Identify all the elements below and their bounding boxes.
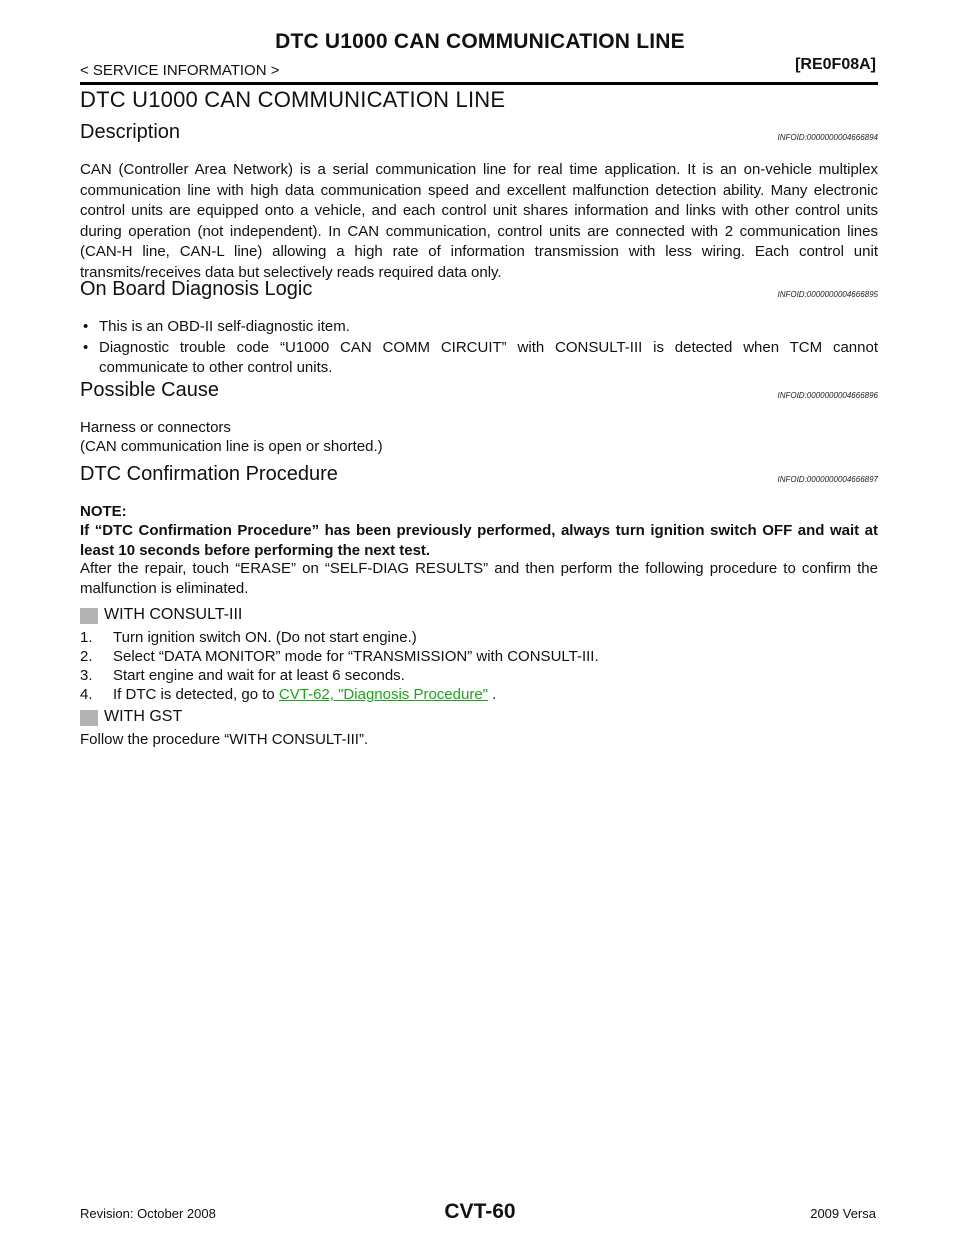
note-text: If “DTC Confirmation Procedure” has been… bbox=[80, 522, 878, 559]
list-item: • This is an OBD-II self-diagnostic item… bbox=[80, 317, 878, 338]
list-item: 2. Select “DATA MONITOR” mode for “TRANS… bbox=[80, 647, 878, 666]
obd-logic-section-head: On Board Diagnosis Logic INFOID:00000000… bbox=[80, 277, 878, 301]
section-path: < SERVICE INFORMATION > bbox=[80, 62, 280, 79]
obd-logic-list: • This is an OBD-II self-diagnostic item… bbox=[80, 317, 878, 379]
step-text: Turn ignition switch ON. (Do not start e… bbox=[113, 629, 417, 646]
description-body: CAN (Controller Area Network) is a seria… bbox=[80, 161, 878, 281]
with-consult-label: WITH CONSULT-III bbox=[104, 606, 243, 623]
dtc-confirmation-section-head: DTC Confirmation Procedure INFOID:000000… bbox=[80, 462, 878, 486]
list-item: 1. Turn ignition switch ON. (Do not star… bbox=[80, 628, 878, 647]
method-box-icon bbox=[80, 710, 98, 726]
bullet-glyph: • bbox=[83, 338, 89, 356]
dtc-confirmation-infoid: INFOID:0000000004666897 bbox=[777, 475, 878, 484]
description-heading: Description bbox=[80, 121, 181, 143]
description-infoid: INFOID:0000000004666894 bbox=[777, 133, 878, 142]
step-text-after: . bbox=[488, 686, 497, 703]
page-title: DTC U1000 CAN COMMUNICATION LINE bbox=[275, 30, 685, 53]
header-rule bbox=[80, 82, 878, 85]
footer-model-year: 2009 Versa bbox=[810, 1206, 876, 1221]
list-item: • Diagnostic trouble code “U1000 CAN COM… bbox=[80, 338, 878, 379]
method-box-icon bbox=[80, 608, 98, 624]
step-text: If DTC is detected, go to bbox=[113, 686, 279, 703]
bullet-glyph: • bbox=[83, 318, 89, 335]
step-number: 2. bbox=[80, 648, 93, 665]
diagnosis-procedure-link[interactable]: CVT-62, "Diagnosis Procedure" bbox=[278, 686, 488, 703]
list-item-text: This is an OBD-II self-diagnostic item. bbox=[99, 318, 350, 335]
consult-steps: 1. Turn ignition switch ON. (Do not star… bbox=[80, 628, 878, 704]
step-text: Start engine and wait for at least 6 sec… bbox=[113, 667, 405, 684]
step-number: 1. bbox=[80, 629, 93, 646]
after-repair-text: After the repair, touch “ERASE” on “SELF… bbox=[80, 560, 878, 597]
step-number: 3. bbox=[80, 667, 93, 684]
possible-cause-line: (CAN communication line is open or short… bbox=[80, 438, 383, 455]
note-label: NOTE: bbox=[80, 503, 127, 520]
footer-revision: Revision: October 2008 bbox=[80, 1206, 216, 1221]
obd-logic-heading: On Board Diagnosis Logic bbox=[80, 278, 313, 300]
list-item: 3. Start engine and wait for at least 6 … bbox=[80, 666, 878, 685]
dtc-confirmation-heading: DTC Confirmation Procedure bbox=[80, 463, 338, 485]
with-gst-text: Follow the procedure “WITH CONSULT-III”. bbox=[80, 731, 369, 748]
possible-cause-heading: Possible Cause bbox=[80, 379, 219, 401]
step-number: 4. bbox=[80, 686, 93, 703]
model-code: [RE0F08A] bbox=[795, 56, 876, 73]
main-title: DTC U1000 CAN COMMUNICATION LINE bbox=[80, 87, 506, 112]
possible-cause-section-head: Possible Cause INFOID:0000000004666896 bbox=[80, 378, 878, 402]
possible-cause-infoid: INFOID:0000000004666896 bbox=[777, 391, 878, 400]
possible-cause-line: Harness or connectors bbox=[80, 419, 231, 436]
step-text: Select “DATA MONITOR” mode for “TRANSMIS… bbox=[113, 648, 599, 665]
list-item: 4. If DTC is detected, go to CVT-62, "Di… bbox=[80, 685, 878, 704]
with-gst-label: WITH GST bbox=[104, 708, 183, 725]
description-section-head: Description INFOID:0000000004666894 bbox=[80, 120, 878, 144]
page-number: CVT-60 bbox=[444, 1200, 516, 1223]
list-item-text: Diagnostic trouble code “U1000 CAN COMM … bbox=[99, 338, 878, 377]
obd-logic-infoid: INFOID:0000000004666895 bbox=[777, 290, 878, 299]
